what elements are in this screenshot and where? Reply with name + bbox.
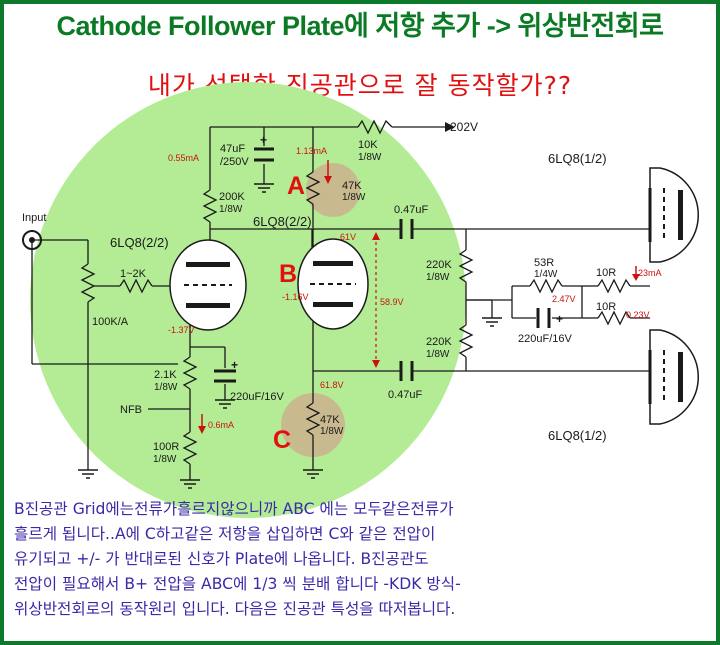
marker-blob-c	[281, 393, 345, 457]
label-r10k-w: 1/8W	[358, 152, 382, 163]
label-pot: 100K/A	[92, 316, 129, 328]
label-tube-mid: 6LQ8(2/2)	[253, 214, 312, 229]
tube-output-bottom-icon	[648, 329, 699, 425]
label-cur113: 1.13mA	[296, 146, 327, 156]
label-v589: 58.9V	[380, 297, 404, 307]
note-line: 흘르게 됩니다..A에 C하고같은 저항을 삽입하면 C와 같은 전압이	[14, 525, 436, 543]
page-title: Cathode Follower Plate에 저항 추가 -> 위상반전회로	[56, 11, 664, 41]
ground-symbols	[78, 183, 502, 489]
label-r100-w: 1/8W	[153, 454, 177, 465]
note-line: 전압이 필요해서 B+ 전압을 ABC에 1/3 씩 분배 합니다 -KDK 방…	[14, 575, 461, 593]
label-r47k-top: 47K	[342, 180, 362, 192]
label-plus-2: +	[556, 312, 563, 326]
wires	[31, 119, 650, 480]
label-r53: 53R	[534, 257, 554, 269]
label-r200k-w: 1/8W	[219, 204, 243, 215]
label-cur06: 0.6mA	[208, 420, 234, 430]
red-annotations	[198, 160, 640, 434]
label-r200k: 200K	[219, 191, 245, 203]
label-r47k-bot: 47K	[320, 414, 340, 426]
label-r10k: 10K	[358, 139, 378, 151]
label-r220k-2-w: 1/8W	[426, 349, 450, 360]
label-cur23: 23mA	[638, 268, 662, 278]
label-cap47-v: /250V	[220, 156, 249, 168]
label-r10r-2: 10R	[596, 301, 616, 313]
note-line: 위상반전회로의 동작원리 입니다. 다음은 진공관 특성을 따저봅니다.	[14, 600, 456, 618]
label-out-tube-top: 6LQ8(1/2)	[548, 151, 607, 166]
label-r220k-2: 220K	[426, 336, 452, 348]
label-v023: 0.23V	[626, 310, 650, 320]
label-plus-1: +	[260, 133, 267, 147]
label-v137: -1.37V	[168, 325, 195, 335]
label-cur055: 0.55mA	[168, 153, 199, 163]
label-supply: 202V	[450, 120, 478, 134]
label-r1k2k: 1~2K	[120, 268, 147, 280]
marker-a: A	[287, 172, 305, 200]
label-r220k-1-w: 1/8W	[426, 272, 450, 283]
label-r100: 100R	[153, 441, 179, 453]
marker-c: C	[273, 426, 291, 454]
label-v247: 2.47V	[552, 294, 576, 304]
label-tube-left: 6LQ8(2/2)	[110, 235, 169, 250]
explanation-text: B진공관 Grid에는전류가흘르지않으니까 ABC 에는 모두같은전류가 흘르게…	[14, 497, 710, 622]
input-jack-icon	[22, 230, 42, 250]
label-c047-bot: 0.47uF	[388, 389, 423, 401]
tube-middle-icon	[297, 238, 369, 330]
label-cap220: 220uF/16V	[518, 333, 572, 345]
marker-blob-a	[306, 163, 360, 217]
capacitor-symbols	[214, 147, 551, 383]
label-c047-top: 0.47uF	[394, 204, 429, 216]
label-out-tube-bot: 6LQ8(1/2)	[548, 428, 607, 443]
label-r220k-1: 220K	[426, 259, 452, 271]
label-nfb: NFB	[120, 404, 142, 416]
label-cap47: 47uF	[220, 143, 245, 155]
label-cap220b: 220uF/16V	[230, 391, 284, 403]
label-r21k-w: 1/8W	[154, 382, 178, 393]
label-r53-w: 1/4W	[534, 269, 558, 280]
label-plus-3: +	[231, 358, 238, 372]
label-r47k-top-w: 1/8W	[342, 192, 366, 203]
label-v116: -1.16V	[282, 292, 309, 302]
label-r47k-bot-w: 1/8W	[320, 426, 344, 437]
marker-b: B	[279, 260, 297, 288]
label-input: Input	[22, 212, 46, 224]
label-v61: 61V	[340, 232, 356, 242]
label-r10r-1: 10R	[596, 267, 616, 279]
label-r21k: 2.1K	[154, 369, 177, 381]
note-line: 유기되고 +/- 가 반대로된 신호가 Plate에 나옵니다. B진공관도	[14, 550, 429, 568]
label-v618: 61.8V	[320, 380, 344, 390]
note-line: B진공관 Grid에는전류가흘르지않으니까 ABC 에는 모두같은전류가	[14, 500, 454, 518]
tube-output-top-icon	[648, 167, 699, 263]
tube-left-icon	[169, 239, 247, 331]
